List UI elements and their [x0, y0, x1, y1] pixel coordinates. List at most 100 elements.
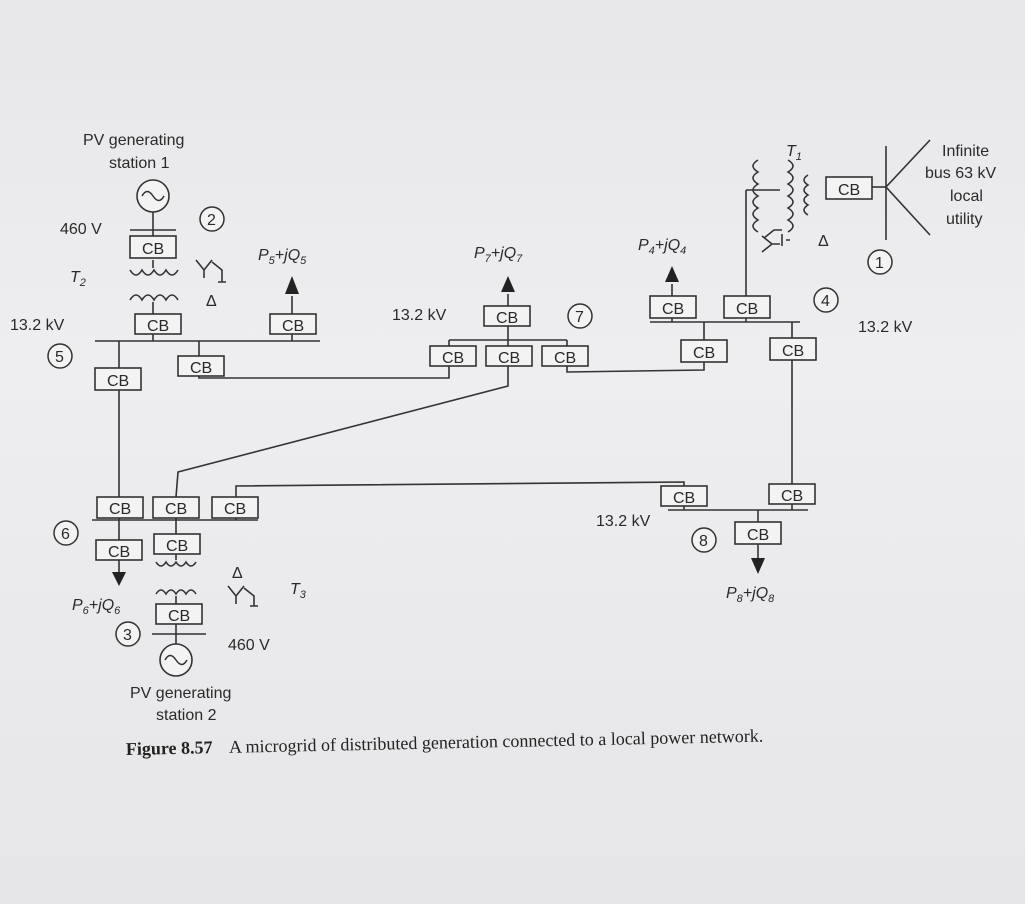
- bus-6-marker: 6: [53, 520, 79, 546]
- load-p7-q7-label: P7+jQ7: [474, 245, 523, 265]
- grounded-wye-t1: [761, 229, 790, 253]
- load-arrow-p8: [751, 558, 765, 574]
- circuit-breaker-t2-bus5: CB: [134, 313, 182, 335]
- svg-text:6: 6: [61, 526, 70, 543]
- circuit-breaker-bus7-to-bus5: CB: [429, 345, 477, 367]
- bus-5-marker: 5: [47, 343, 73, 369]
- svg-text:5: 5: [55, 349, 64, 366]
- pv-station-2-label-line1: PV generating: [130, 685, 231, 702]
- voltage-460v-top: 460 V: [60, 221, 102, 238]
- cb-label: CB: [693, 345, 715, 362]
- transformer-t2-label: T2: [70, 269, 86, 289]
- cb-label: CB: [442, 350, 464, 367]
- cb-label: CB: [166, 538, 188, 555]
- circuit-breaker-bus6-to-bus7: CB: [152, 496, 200, 519]
- circuit-breaker-bus7-to-bus4: CB: [541, 345, 589, 367]
- cb-label: CB: [282, 318, 304, 335]
- cb-label: CB: [673, 490, 695, 507]
- cb-label: CB: [781, 488, 803, 505]
- bus-8-marker: 8: [691, 527, 717, 553]
- wiring: [92, 139, 931, 650]
- svg-text:3: 3: [123, 627, 132, 644]
- circuit-breaker-bus4-to-bus7: CB: [680, 339, 728, 363]
- svg-text:1: 1: [875, 255, 884, 272]
- circuit-breaker-bus5-to-bus7: CB: [177, 355, 225, 377]
- circuit-breaker-load7: CB: [483, 305, 531, 327]
- delta-t3: Δ: [232, 565, 243, 582]
- load-arrow-p7: [501, 276, 515, 292]
- bus-3-marker: 3: [115, 621, 141, 647]
- load-p8-q8-label: P8+jQ8: [726, 585, 775, 605]
- pv-station-1-label-line1: PV generating: [83, 132, 184, 149]
- svg-text:8: 8: [699, 533, 708, 550]
- pv-station-2-label-line2: station 2: [156, 707, 217, 724]
- figure-caption: Figure 8.57 A microgrid of distributed g…: [126, 726, 764, 759]
- svg-text:2: 2: [207, 212, 216, 229]
- cb-label: CB: [224, 501, 246, 518]
- voltage-bus5: 13.2 kV: [10, 317, 65, 334]
- circuit-breaker-load4: CB: [649, 295, 697, 319]
- circuit-breaker-bus8-to-bus4: CB: [768, 483, 816, 505]
- pv-station-1-label-line2: station 1: [109, 155, 170, 172]
- grounded-wye-t2: [195, 259, 226, 283]
- bus-7-marker: 7: [567, 303, 593, 329]
- voltage-bus4: 13.2 kV: [858, 319, 913, 336]
- grounded-wye-t3: [227, 585, 258, 607]
- voltage-bus8: 13.2 kV: [596, 513, 651, 530]
- cb-label: CB: [498, 350, 520, 367]
- cb-label: CB: [496, 310, 518, 327]
- cb-label: CB: [662, 301, 684, 318]
- cb-label: CB: [554, 350, 576, 367]
- bus-4-marker: 4: [813, 287, 839, 313]
- bus-1-marker: 1: [867, 249, 893, 275]
- cb-label: CB: [147, 318, 169, 335]
- load-arrow-p6: [112, 572, 126, 586]
- cb-label: CB: [168, 608, 190, 625]
- cb-label: CB: [109, 501, 131, 518]
- circuit-breaker-bus8-to-bus6: CB: [660, 485, 708, 507]
- circuit-breaker-bus4-to-bus8: CB: [769, 337, 817, 361]
- cb-label: CB: [782, 343, 804, 360]
- generator-pv1: [136, 179, 170, 213]
- load-arrows: [112, 266, 765, 586]
- transformer-t1-label: T1: [786, 143, 802, 163]
- circuit-breaker-pv1: CB: [129, 235, 177, 259]
- load-p5-q5-label: P5+jQ5: [258, 247, 307, 267]
- cb-label: CB: [736, 301, 758, 318]
- load-arrow-p4: [665, 266, 679, 282]
- cb-label: CB: [107, 373, 129, 390]
- circuit-breaker-pv2: CB: [155, 603, 203, 625]
- circuit-breaker-bus6-to-bus8: CB: [211, 496, 259, 519]
- utility-label-line3: local: [950, 188, 983, 205]
- bus-2-marker: 2: [199, 206, 225, 232]
- transformer-t2-coils: [129, 268, 179, 302]
- load-arrow-p5: [285, 276, 299, 294]
- circuit-breaker-t1-bus4: CB: [723, 295, 771, 319]
- circuit-breaker-load5: CB: [269, 313, 317, 335]
- delta-t2: Δ: [206, 293, 217, 310]
- load-p4-q4-label: P4+jQ4: [638, 237, 686, 257]
- transformer-t3-label: T3: [290, 581, 307, 601]
- circuit-breaker-bus6-to-bus5: CB: [96, 496, 144, 519]
- transformer-t1-coils: [752, 159, 810, 233]
- cb-label: CB: [108, 544, 130, 561]
- generator-pv2: [159, 643, 193, 677]
- voltage-bus7: 13.2 kV: [392, 307, 447, 324]
- circuit-breaker-t3-bus6: CB: [153, 533, 201, 555]
- circuit-breaker-infinite-bus: CB: [825, 176, 873, 200]
- cb-label: CB: [838, 182, 860, 199]
- cb-label: CB: [142, 241, 164, 258]
- circuit-breaker-load6: CB: [95, 539, 143, 561]
- cb-label: CB: [190, 360, 212, 377]
- cb-label: CB: [747, 527, 769, 544]
- transformer-t3-coils: [155, 560, 197, 596]
- delta-t1: Δ: [818, 233, 829, 250]
- svg-text:4: 4: [821, 293, 830, 310]
- figure-caption-text: A microgrid of distributed generation co…: [229, 726, 764, 757]
- load-p6-q6-label: P6+jQ6: [72, 597, 121, 617]
- voltage-460v-bottom: 460 V: [228, 637, 270, 654]
- figure-number: Figure 8.57: [126, 737, 213, 759]
- utility-label-line2: bus 63 kV: [925, 165, 996, 182]
